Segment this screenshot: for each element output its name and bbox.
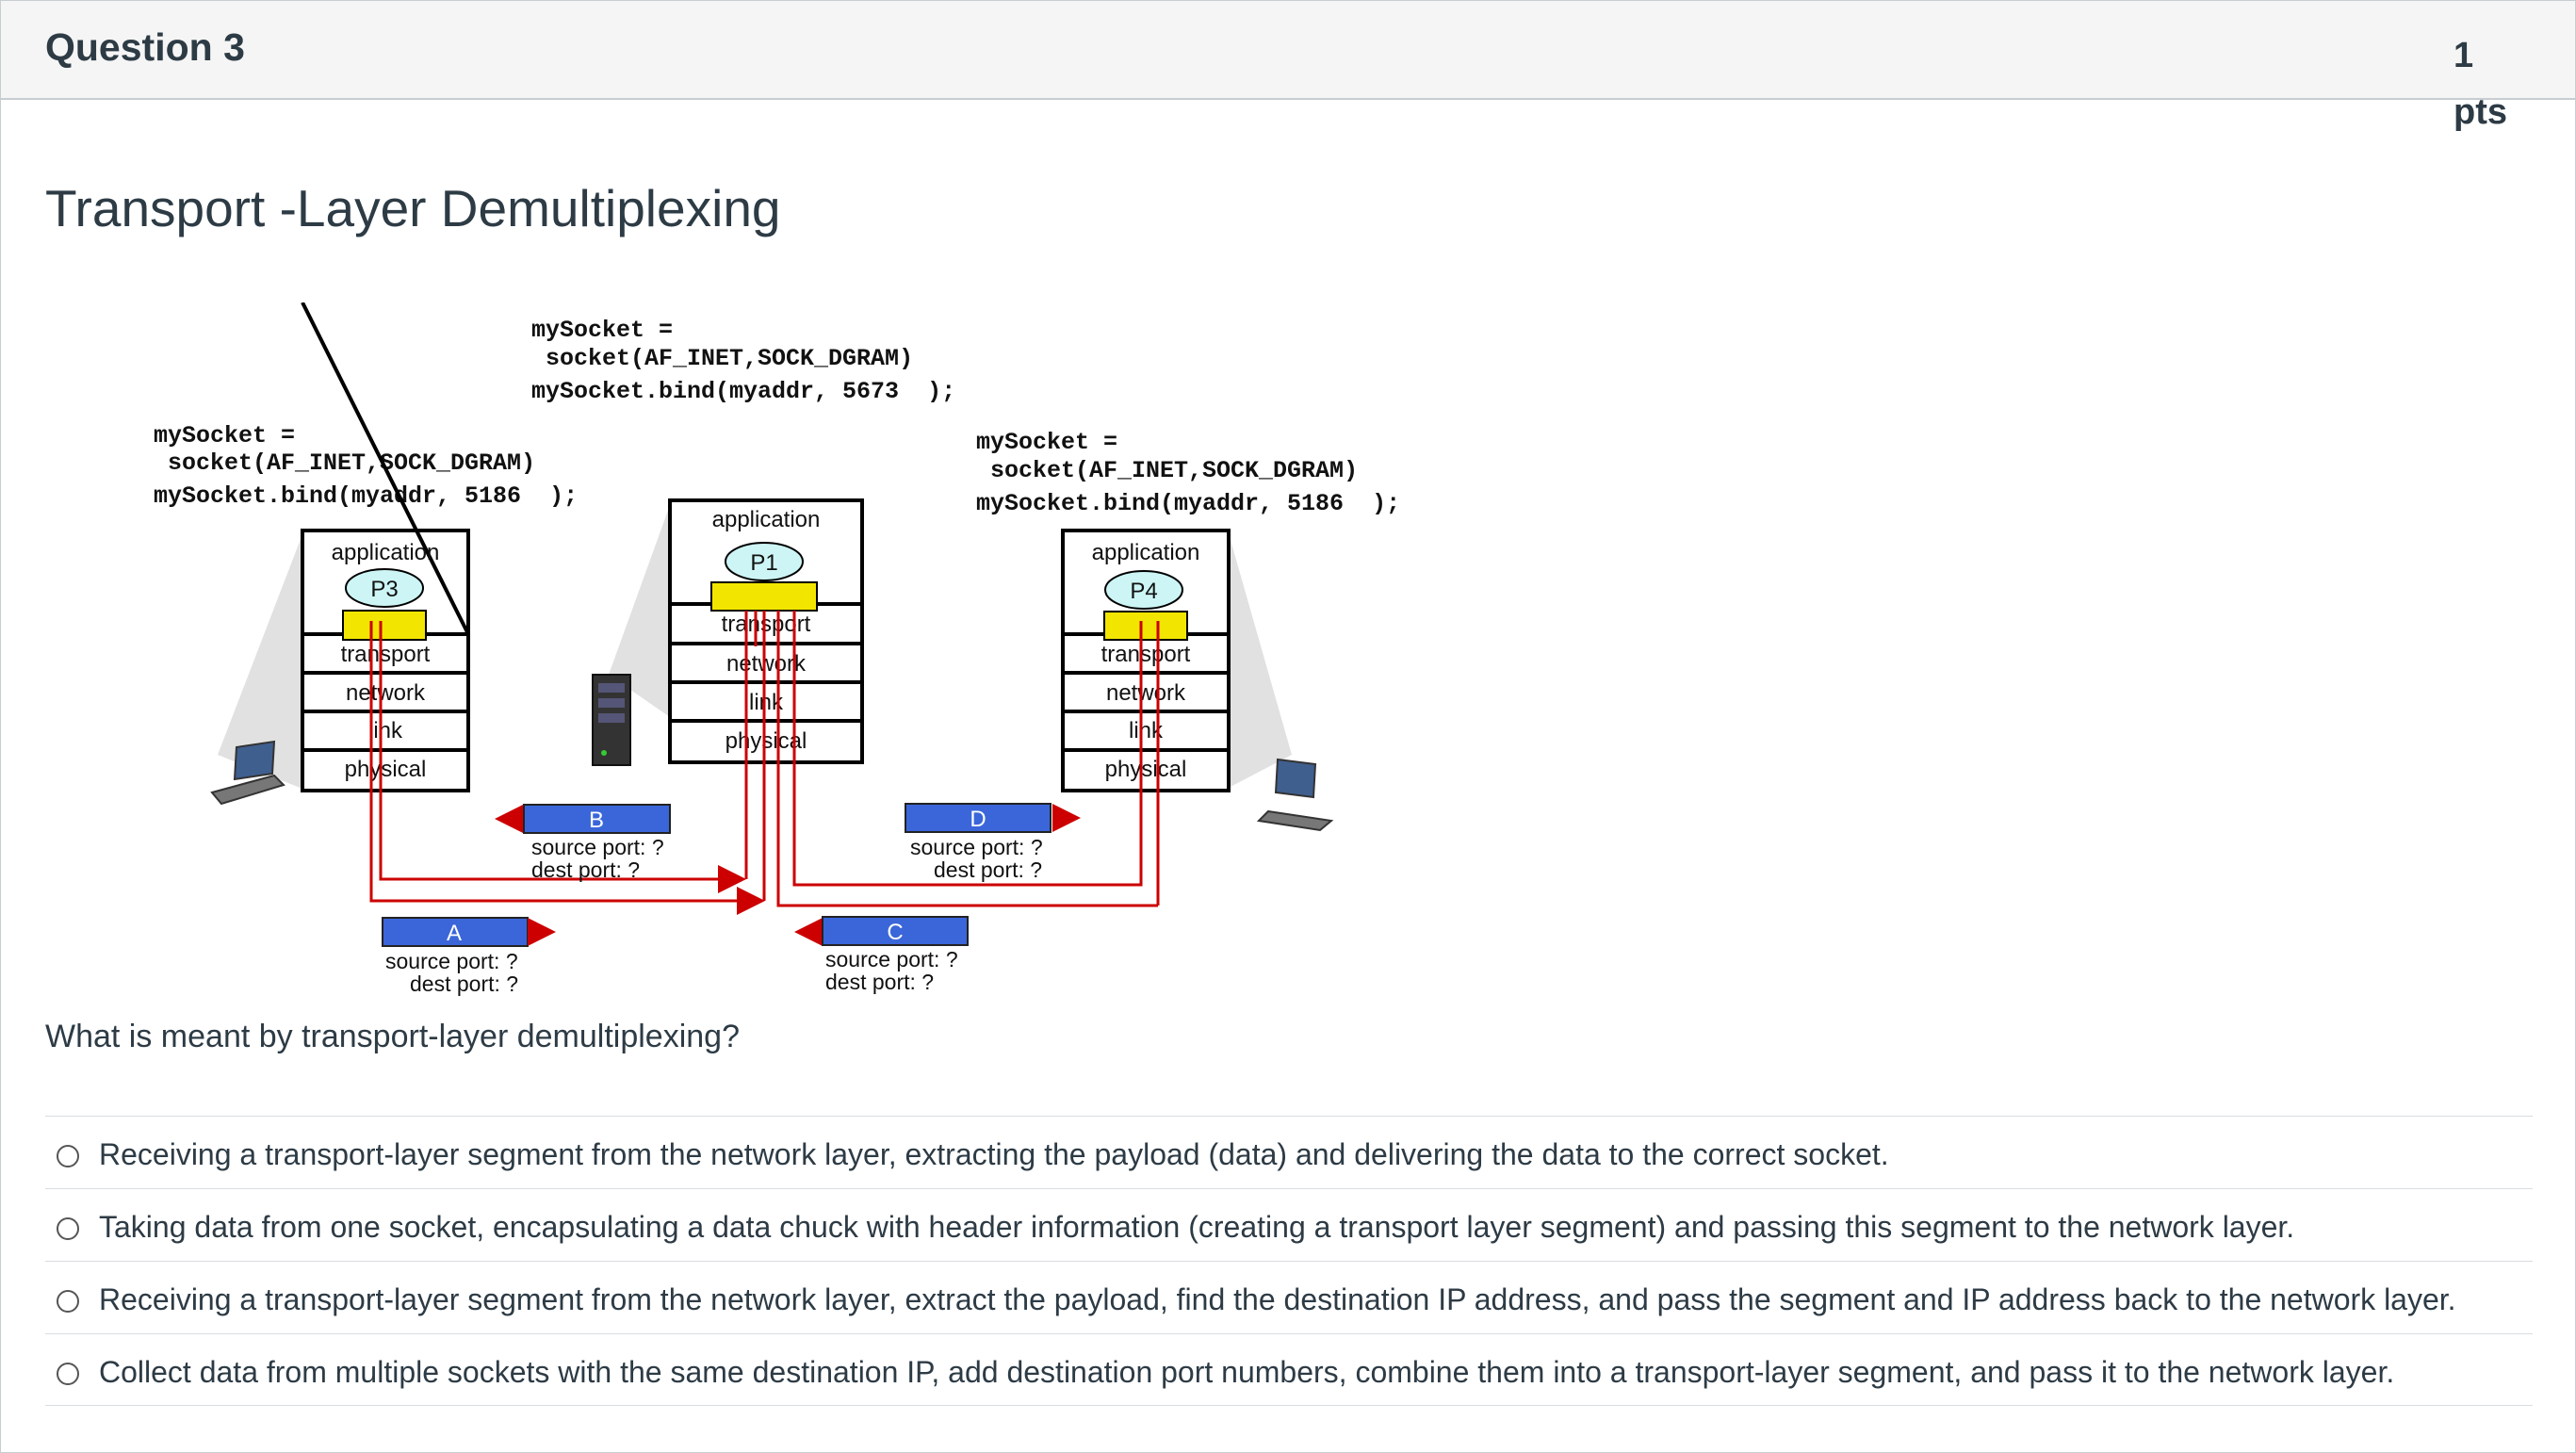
code-right-line: mySocket.bind(myaddr, 5186 ); xyxy=(976,490,1400,517)
laptop-icon xyxy=(210,740,285,806)
segment-source-port: source port: ? xyxy=(910,835,1043,859)
laptop-icon xyxy=(1256,758,1334,832)
code-left-line: socket(AF_INET,SOCK_DGRAM) xyxy=(154,449,535,477)
question-heading: Transport -Layer Demultiplexing xyxy=(45,179,781,237)
answer-label[interactable]: Taking data from one socket, encapsulati… xyxy=(99,1210,2295,1244)
code-right-line: socket(AF_INET,SOCK_DGRAM) xyxy=(976,457,1358,484)
layer-label: transport xyxy=(722,612,811,637)
answer-label[interactable]: Receiving a transport-layer segment from… xyxy=(99,1282,2456,1316)
layer-label: physical xyxy=(345,757,427,782)
process-label: P4 xyxy=(1130,579,1157,604)
code-right: mySocket = socket(AF_INET,SOCK_DGRAM) my… xyxy=(976,429,1400,517)
question-header: Question 3 1 pts xyxy=(1,1,2575,132)
layer-label: application xyxy=(332,540,440,565)
demultiplexing-diagram: mySocket = socket(AF_INET,SOCK_DGRAM) my… xyxy=(154,302,1400,996)
answer-label[interactable]: Receiving a transport-layer segment from… xyxy=(99,1137,1889,1171)
question-title: Question 3 xyxy=(45,25,245,69)
code-left: mySocket = socket(AF_INET,SOCK_DGRAM) my… xyxy=(154,422,578,510)
segment-source-port: source port: ? xyxy=(531,835,664,859)
radio-button[interactable] xyxy=(57,1290,79,1313)
code-right-line: mySocket = xyxy=(976,429,1117,456)
segment-label: A xyxy=(447,921,462,946)
segment-label: B xyxy=(589,808,604,833)
answer-option[interactable]: Receiving a transport-layer segment from… xyxy=(45,1261,2533,1333)
answer-option[interactable]: Collect data from multiple sockets with … xyxy=(45,1333,2533,1406)
server-icon xyxy=(592,674,631,766)
layer-label: network xyxy=(1106,680,1186,706)
segment-a: A source port: ? dest port: ? xyxy=(382,917,556,996)
segment-d: D source port: ? dest port: ? xyxy=(905,803,1081,882)
layer-label: transport xyxy=(1101,642,1191,667)
layer-label: transport xyxy=(341,642,431,667)
code-center-line: mySocket = xyxy=(531,317,673,344)
segment-dest-port: dest port: ? xyxy=(410,971,518,996)
code-left-line: mySocket = xyxy=(154,422,295,449)
process-label: P3 xyxy=(370,577,398,602)
code-center-line: socket(AF_INET,SOCK_DGRAM) xyxy=(531,345,913,372)
segment-label: C xyxy=(887,920,903,945)
host-stack-center: application P1 transport network link ph… xyxy=(668,498,864,764)
segment-dest-port: dest port: ? xyxy=(825,970,934,994)
layer-label: physical xyxy=(1105,757,1187,782)
layer-label: link xyxy=(368,718,403,743)
code-center: mySocket = socket(AF_INET,SOCK_DGRAM) my… xyxy=(531,317,955,405)
radio-button[interactable] xyxy=(57,1217,79,1240)
segment-label: D xyxy=(970,807,986,832)
segment-b: B source port: ? dest port: ? xyxy=(495,804,671,882)
radio-button[interactable] xyxy=(57,1363,79,1385)
process-label: P1 xyxy=(750,550,777,576)
code-left-line: mySocket.bind(myaddr, 5186 ); xyxy=(154,482,578,510)
segment-c: C source port: ? dest port: ? xyxy=(794,916,969,994)
segment-dest-port: dest port: ? xyxy=(531,857,640,882)
segment-source-port: source port: ? xyxy=(825,947,958,971)
segment-dest-port: dest port: ? xyxy=(934,857,1042,882)
answer-option[interactable]: Taking data from one socket, encapsulati… xyxy=(45,1188,2533,1261)
layer-label: application xyxy=(1092,540,1200,565)
host-stack-left: application P3 transport network link ph… xyxy=(301,302,470,792)
answer-list: Receiving a transport-layer segment from… xyxy=(45,1116,2533,1406)
question-points: 1 pts xyxy=(2454,36,2507,132)
segment-source-port: source port: ? xyxy=(385,949,518,973)
answer-label[interactable]: Collect data from multiple sockets with … xyxy=(99,1355,2395,1389)
layer-label: application xyxy=(712,507,821,532)
radio-button[interactable] xyxy=(57,1145,79,1167)
host-stack-right: application P4 transport network link ph… xyxy=(1061,529,1231,792)
code-center-line: mySocket.bind(myaddr, 5673 ); xyxy=(531,378,955,405)
question-prompt: What is meant by transport-layer demulti… xyxy=(45,1019,740,1054)
layer-label: network xyxy=(346,680,426,706)
answer-option[interactable]: Receiving a transport-layer segment from… xyxy=(45,1116,2533,1188)
segment-path xyxy=(369,611,1160,915)
